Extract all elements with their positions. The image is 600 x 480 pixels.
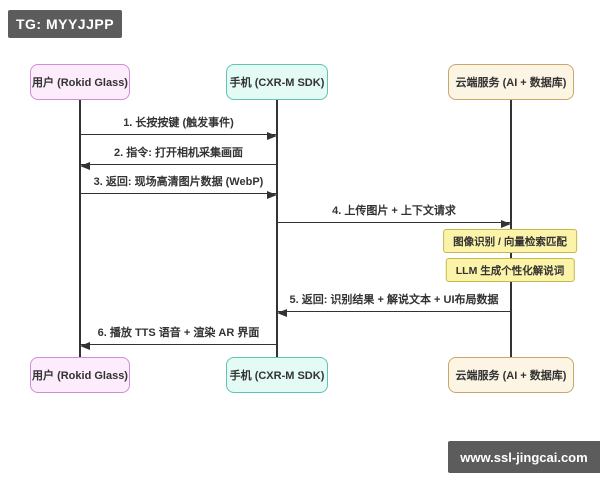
message-3-arrow [80, 190, 277, 199]
message-4: 4. 上传图片 + 上下文请求 [277, 202, 511, 228]
lifeline-user [79, 100, 81, 357]
message-6-arrow [80, 341, 277, 350]
actor-phone-top: 手机 (CXR-M SDK) [226, 64, 328, 100]
lifeline-cloud [510, 100, 512, 357]
message-4-label: 4. 上传图片 + 上下文请求 [332, 205, 456, 217]
actor-user-top: 用户 (Rokid Glass) [30, 64, 130, 100]
message-4-arrow [277, 219, 511, 228]
site-watermark: www.ssl-jingcai.com [448, 441, 600, 473]
lifeline-phone [276, 100, 278, 357]
arrowhead-right-icon [501, 219, 511, 228]
message-2: 2. 指令: 打开相机采集画面 [80, 144, 277, 170]
message-3: 3. 返回: 现场高清图片数据 (WebP) [80, 173, 277, 199]
message-5-arrow [277, 308, 511, 317]
message-6: 6. 播放 TTS 语音 + 渲染 AR 界面 [80, 324, 277, 350]
arrowhead-right-icon [267, 190, 277, 199]
actor-cloud-top: 云端服务 (AI + 数据库) [448, 64, 574, 100]
message-6-label: 6. 播放 TTS 语音 + 渲染 AR 界面 [97, 327, 260, 339]
actor-user-bottom: 用户 (Rokid Glass) [30, 357, 130, 393]
message-5: 5. 返回: 识别结果 + 解说文本 + UI布局数据 [277, 291, 511, 317]
arrowhead-right-icon [267, 131, 277, 140]
arrowhead-left-icon [277, 308, 287, 317]
actor-phone-bottom: 手机 (CXR-M SDK) [226, 357, 328, 393]
note-image-recognition: 图像识别 / 向量检索匹配 [443, 229, 577, 253]
message-5-label: 5. 返回: 识别结果 + 解说文本 + UI布局数据 [289, 294, 499, 306]
note-llm-generation: LLM 生成个性化解说词 [445, 258, 575, 282]
message-1-label: 1. 长按按键 (触发事件) [123, 117, 234, 129]
actor-cloud-bottom: 云端服务 (AI + 数据库) [448, 357, 574, 393]
message-3-label: 3. 返回: 现场高清图片数据 (WebP) [93, 176, 264, 188]
tg-badge: TG: MYYJJPP [8, 10, 122, 38]
arrowhead-left-icon [80, 161, 90, 170]
message-2-arrow [80, 161, 277, 170]
message-1-arrow [80, 131, 277, 140]
message-2-label: 2. 指令: 打开相机采集画面 [114, 147, 243, 159]
message-1: 1. 长按按键 (触发事件) [80, 114, 277, 140]
arrowhead-left-icon [80, 341, 90, 350]
